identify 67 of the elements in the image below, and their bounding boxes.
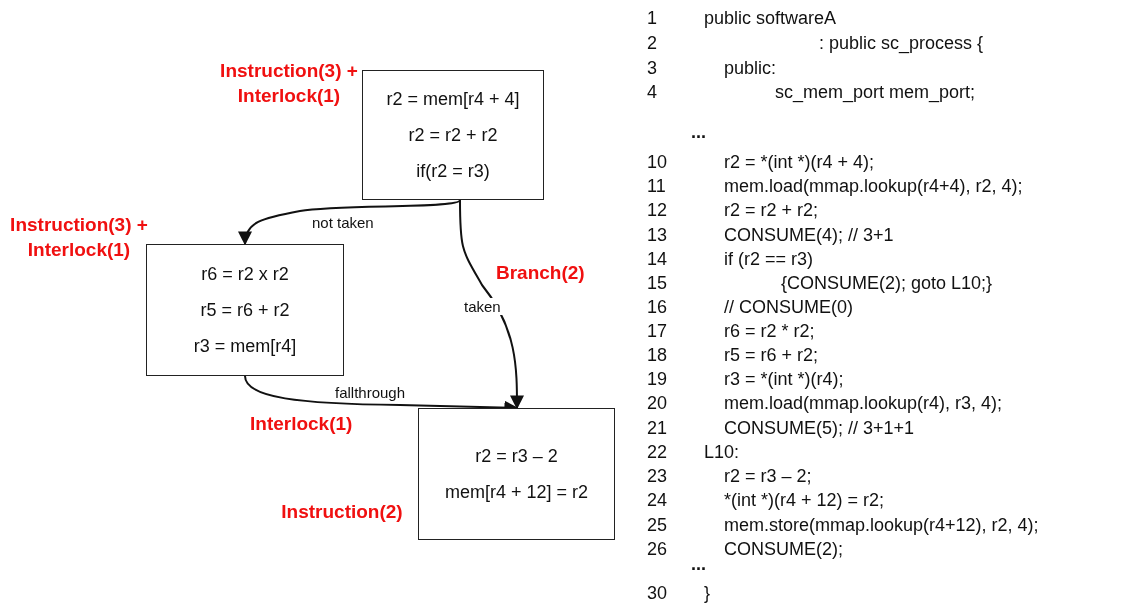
statement-text: r2 = mem[r4 + 4] xyxy=(386,88,520,110)
line-number: 13 xyxy=(647,224,668,246)
line-number: 10 xyxy=(647,151,668,173)
edge-label: taken xyxy=(462,298,503,315)
code-line: CONSUME(2); xyxy=(724,538,843,560)
code-line: r3 = *(int *)(r4); xyxy=(724,368,844,390)
statement-text: r3 = mem[r4] xyxy=(193,335,297,357)
line-number: 16 xyxy=(647,296,668,318)
line-number: 23 xyxy=(647,465,668,487)
edge-label: fallthrough xyxy=(333,384,408,401)
line-number: 30 xyxy=(647,582,668,603)
line-number: 17 xyxy=(647,320,668,342)
line-number: 19 xyxy=(647,368,668,390)
line-number: 4 xyxy=(647,81,657,103)
line-number: 11 xyxy=(647,175,666,197)
line-number: 15 xyxy=(647,272,668,294)
code-line: mem.load(mmap.lookup(r4), r3, 4); xyxy=(724,392,1003,414)
code-line: r6 = r2 * r2; xyxy=(724,320,815,342)
process-box xyxy=(146,244,344,376)
code-line: sc_mem_port mem_port; xyxy=(775,81,976,103)
code-line: if (r2 == r3) xyxy=(724,248,814,270)
code-line: // CONSUME(0) xyxy=(724,296,853,318)
code-line: CONSUME(4); // 3+1 xyxy=(724,224,894,246)
line-number: 22 xyxy=(647,441,668,463)
line-number: 18 xyxy=(647,344,668,366)
code-line: CONSUME(5); // 3+1+1 xyxy=(724,417,915,439)
code-line: mem.store(mmap.lookup(r4+12), r2, 4); xyxy=(724,514,1039,536)
process-box xyxy=(362,70,544,200)
code-line: mem.load(mmap.lookup(r4+4), r2, 4); xyxy=(724,175,1023,197)
line-number: 20 xyxy=(647,392,668,414)
line-number: 26 xyxy=(647,538,668,560)
ellipsis: ... xyxy=(691,553,706,575)
code-line: : public sc_process { xyxy=(819,32,984,54)
code-line: public: xyxy=(724,57,777,79)
cost-annotation: Instruction(2) xyxy=(280,500,404,524)
line-number: 2 xyxy=(647,32,657,54)
line-number: 12 xyxy=(647,199,668,221)
statement-text: r2 = r2 + r2 xyxy=(408,124,498,146)
code-line: L10: xyxy=(704,441,740,463)
code-line: } xyxy=(704,582,710,603)
code-line: r2 = r2 + r2; xyxy=(724,199,819,221)
statement-text: r6 = r2 x r2 xyxy=(201,263,289,285)
code-line: r5 = r6 + r2; xyxy=(724,344,819,366)
line-number: 1 xyxy=(647,7,657,29)
code-line: *(int *)(r4 + 12) = r2; xyxy=(724,489,885,511)
code-line: r2 = r3 – 2; xyxy=(724,465,812,487)
code-line: r2 = *(int *)(r4 + 4); xyxy=(724,151,875,173)
statement-text: r5 = r6 + r2 xyxy=(200,299,290,321)
arrow xyxy=(238,199,461,246)
statement-text: if(r2 = r3) xyxy=(416,160,490,182)
cost-annotation: Instruction(3) + Interlock(1) xyxy=(220,59,358,108)
arrow xyxy=(459,199,524,410)
statement-text: r2 = r3 – 2 xyxy=(475,445,558,467)
edge-label: not taken xyxy=(310,214,376,231)
statement-text: mem[r4 + 12] = r2 xyxy=(444,481,589,503)
ellipsis: ... xyxy=(691,121,706,143)
line-number: 14 xyxy=(647,248,668,270)
line-number: 25 xyxy=(647,514,668,536)
cost-annotation: Instruction(3) + Interlock(1) xyxy=(10,213,148,262)
process-box xyxy=(418,408,615,540)
cost-annotation: Branch(2) xyxy=(496,261,585,285)
code-line: public softwareA xyxy=(704,7,837,29)
line-number: 24 xyxy=(647,489,668,511)
line-number: 3 xyxy=(647,57,657,79)
line-number: 21 xyxy=(647,417,668,439)
code-line: {CONSUME(2); goto L10;} xyxy=(781,272,993,294)
cost-annotation: Interlock(1) xyxy=(250,412,353,436)
